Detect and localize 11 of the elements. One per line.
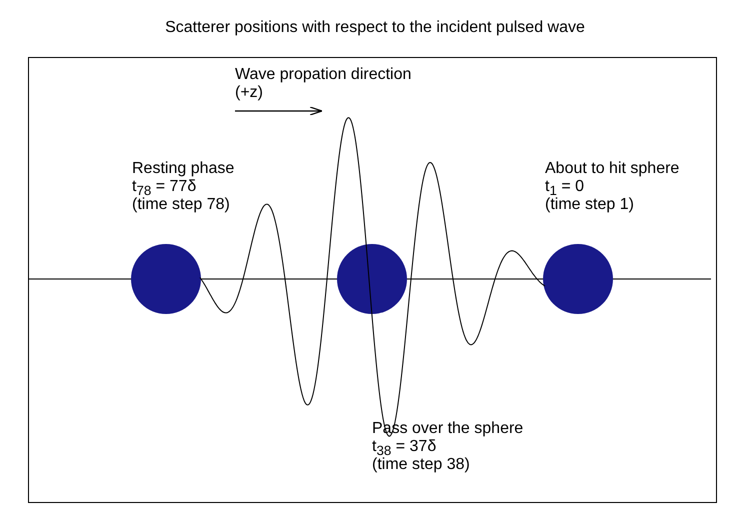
direction-label: Wave propation direction <box>235 66 412 84</box>
phase-label: (time step 1) <box>545 196 634 214</box>
phase-label: (time step 38) <box>372 456 470 474</box>
direction-label: (+z) <box>235 84 263 102</box>
phase-label: t$_{78}$ = 77δ <box>132 178 196 198</box>
phase-label: (time step 78) <box>132 196 230 214</box>
chart-title: Scatterer positions with respect to the incident pulsed wave <box>164 19 586 37</box>
phase-label: Resting phase <box>132 160 234 178</box>
phase-label: t$_{38}$ = 37δ <box>372 438 436 458</box>
phase-label: About to hit sphere <box>545 160 680 178</box>
phase-label: t$_{1}$ = 0 <box>545 178 584 198</box>
